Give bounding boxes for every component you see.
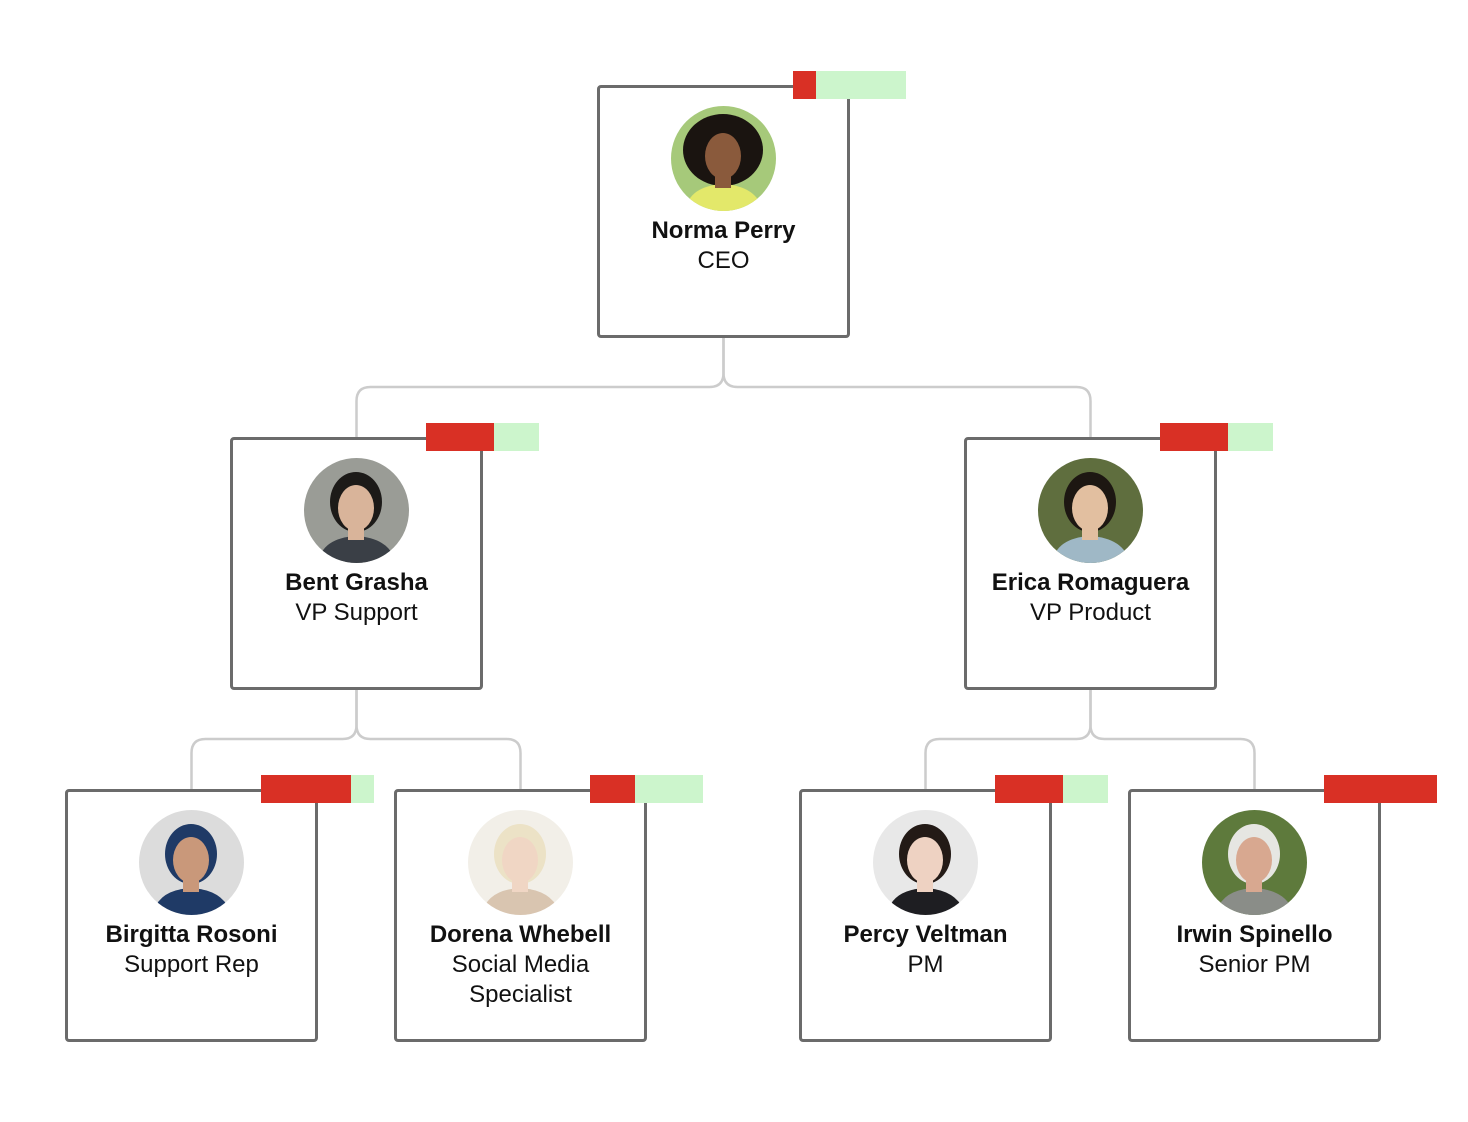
person-card-percy[interactable]: Percy Veltman PM xyxy=(799,775,1108,1042)
progress-bar xyxy=(995,775,1108,803)
person-name: Erica Romaguera xyxy=(991,569,1190,596)
avatar xyxy=(139,810,244,915)
person-card-norma[interactable]: Norma Perry CEO xyxy=(597,71,906,338)
avatar xyxy=(1038,458,1143,563)
progress-bar xyxy=(426,423,539,451)
progress-fill xyxy=(1324,775,1437,803)
person-name: Bent Grasha xyxy=(285,569,428,596)
person-title: Social Media Specialist xyxy=(451,951,590,1008)
person-title: VP Support xyxy=(295,599,418,626)
progress-fill xyxy=(995,775,1063,803)
connector-erica-percy xyxy=(924,690,1092,789)
avatar xyxy=(1202,810,1307,915)
avatar xyxy=(304,458,409,563)
person-card-bent[interactable]: Bent Grasha VP Support xyxy=(230,423,539,690)
person-title: VP Product xyxy=(1030,599,1151,626)
person-card-erica[interactable]: Erica Romaguera VP Product xyxy=(964,423,1273,690)
connector-norma-erica xyxy=(722,338,1092,437)
progress-fill xyxy=(426,423,494,451)
progress-fill xyxy=(1160,423,1228,451)
person-title: PM xyxy=(907,951,944,978)
progress-fill xyxy=(590,775,636,803)
connector-bent-birgitta xyxy=(190,690,358,789)
progress-bar xyxy=(1160,423,1273,451)
person-card-dorena[interactable]: Dorena Whebell Social Media Specialist xyxy=(394,775,703,1042)
progress-bar xyxy=(261,775,374,803)
connector-bent-dorena xyxy=(355,690,522,789)
person-title: Senior PM xyxy=(1198,951,1311,978)
person-name: Percy Veltman xyxy=(843,921,1008,948)
person-card-birgitta[interactable]: Birgitta Rosoni Support Rep xyxy=(65,775,374,1042)
person-name: Birgitta Rosoni xyxy=(105,921,278,948)
avatar xyxy=(671,106,776,211)
person-name: Dorena Whebell xyxy=(429,921,612,948)
progress-bar xyxy=(793,71,906,99)
progress-bar xyxy=(590,775,703,803)
connector-erica-irwin xyxy=(1089,690,1256,789)
person-title: CEO xyxy=(697,247,750,274)
progress-fill xyxy=(261,775,352,803)
person-card-irwin[interactable]: Irwin Spinello Senior PM xyxy=(1128,775,1437,1042)
person-name: Irwin Spinello xyxy=(1176,921,1333,948)
progress-bar xyxy=(1324,775,1437,803)
progress-fill xyxy=(793,71,816,99)
connector-norma-bent xyxy=(355,338,725,437)
person-title: Support Rep xyxy=(124,951,259,978)
person-name: Norma Perry xyxy=(651,217,796,244)
avatar xyxy=(468,810,573,915)
avatar xyxy=(873,810,978,915)
